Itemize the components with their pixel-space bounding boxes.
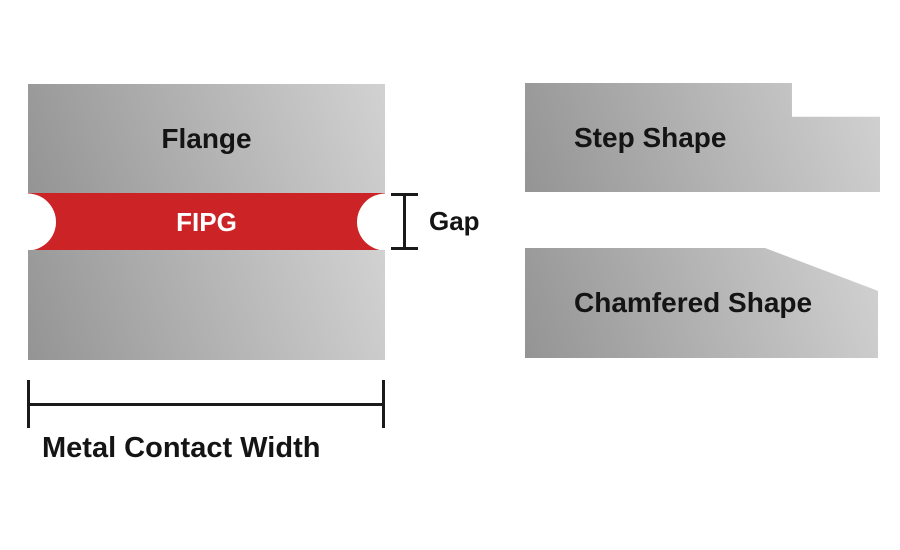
upper-flange: Flange — [28, 84, 385, 193]
chamfered-shape-profile: Chamfered Shape — [525, 248, 878, 358]
fipg-gasket-band: FIPG — [28, 193, 385, 250]
gap-dimension-line — [403, 195, 406, 248]
step-shape-profile: Step Shape — [525, 83, 880, 192]
metal-contact-width-label: Metal Contact Width — [42, 432, 321, 464]
fipg-label: FIPG — [176, 206, 237, 237]
gap-dimension-tick-top — [391, 193, 418, 196]
width-dimension-line — [29, 403, 384, 406]
flange-label: Flange — [161, 122, 252, 154]
width-dimension-tick-right — [382, 380, 385, 428]
lower-flange — [28, 250, 385, 360]
gap-dimension-tick-bottom — [391, 247, 418, 250]
step-shape-label: Step Shape — [574, 121, 727, 153]
width-dimension-tick-left — [27, 380, 30, 428]
chamfered-shape-label: Chamfered Shape — [574, 287, 813, 318]
gasket-meniscus-notch-left — [28, 193, 56, 250]
gap-label: Gap — [429, 206, 480, 236]
gasket-meniscus-notch-right — [357, 193, 385, 250]
